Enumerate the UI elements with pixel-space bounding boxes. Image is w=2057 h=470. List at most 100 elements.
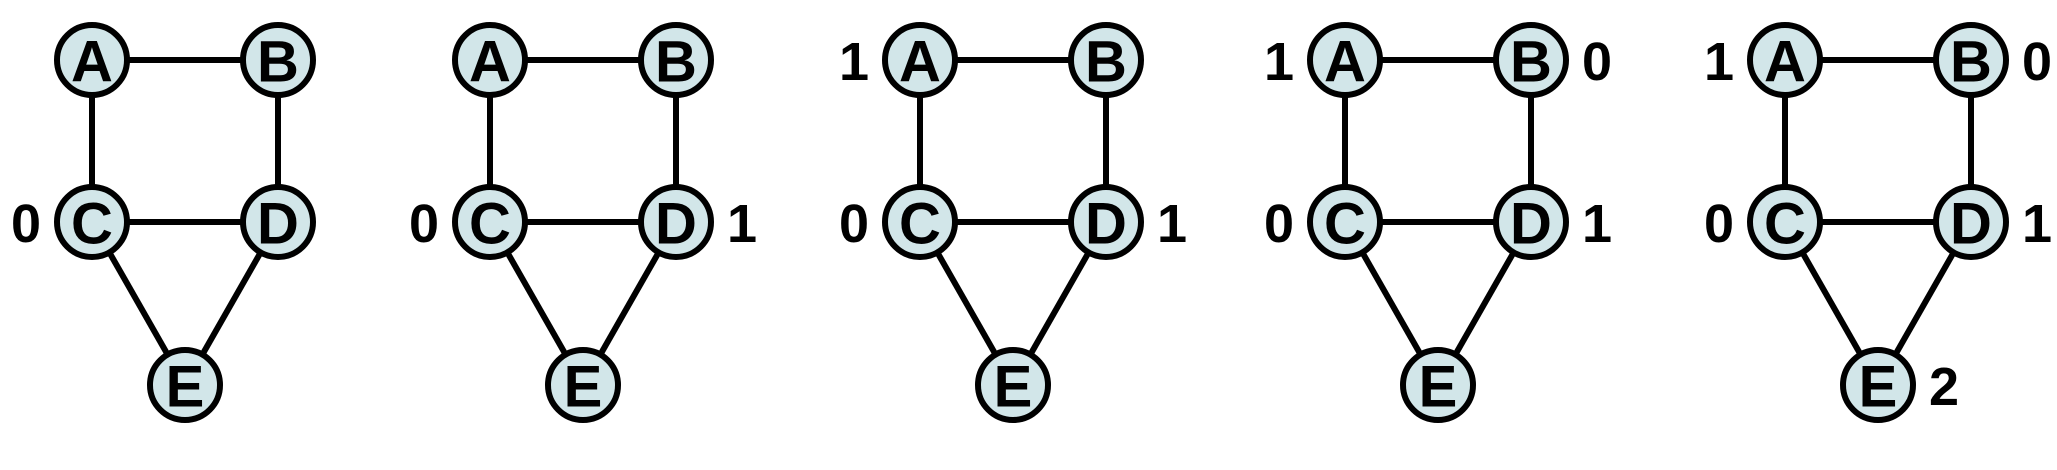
node-value-e: 2 — [1929, 357, 1959, 417]
edge-group — [1782, 57, 1974, 359]
node-letter-d: D — [257, 192, 299, 257]
node-circle-a — [1747, 22, 1823, 98]
node-circle-b — [1933, 22, 2009, 98]
graph-node-c[interactable]: C — [54, 184, 130, 260]
node-circle-d — [638, 184, 714, 260]
graph-node-c[interactable]: C — [882, 184, 958, 260]
graph-edge-d-e — [1026, 248, 1093, 359]
graph-edge-c-e — [933, 248, 1000, 359]
node-circle-a — [882, 22, 958, 98]
node-circle-e — [975, 347, 1051, 423]
graph-node-d[interactable]: D — [1493, 184, 1569, 260]
node-letter-e: E — [1419, 355, 1458, 420]
node-value-c: 0 — [1704, 194, 1734, 254]
graph-node-c[interactable]: C — [1307, 184, 1383, 260]
node-circle-a — [452, 22, 528, 98]
node-letter-b: B — [1510, 30, 1552, 95]
graph-node-b[interactable]: B — [1068, 22, 1144, 98]
node-circle-b — [1493, 22, 1569, 98]
node-value-c: 0 — [409, 194, 439, 254]
node-circle-d — [1068, 184, 1144, 260]
node-letter-a: A — [71, 30, 113, 95]
graph-node-a[interactable]: A — [54, 22, 130, 98]
edge-group — [1342, 57, 1534, 359]
graph-edge-c-e — [105, 248, 172, 359]
graph-node-a[interactable]: A — [452, 22, 528, 98]
node-circle-c — [882, 184, 958, 260]
node-value-c: 0 — [839, 194, 869, 254]
node-letter-e: E — [1859, 355, 1898, 420]
graph-node-b[interactable]: B — [638, 22, 714, 98]
graph-node-c[interactable]: C — [452, 184, 528, 260]
node-letter-b: B — [1085, 30, 1127, 95]
node-circle-c — [54, 184, 130, 260]
node-circle-b — [638, 22, 714, 98]
node-letter-e: E — [994, 355, 1033, 420]
node-letter-e: E — [166, 355, 205, 420]
node-circle-a — [1307, 22, 1383, 98]
node-circle-c — [1307, 184, 1383, 260]
graph-edge-c-e — [1358, 248, 1425, 359]
graph-node-e[interactable]: E — [545, 347, 621, 423]
node-circle-d — [240, 184, 316, 260]
graph-node-e[interactable]: E — [1400, 347, 1476, 423]
graph-node-d[interactable]: D — [638, 184, 714, 260]
node-letter-a: A — [1764, 30, 1806, 95]
node-circle-c — [452, 184, 528, 260]
node-circle-e — [1840, 347, 1916, 423]
node-value-b: 0 — [2022, 32, 2052, 92]
graph-node-e[interactable]: E — [975, 347, 1051, 423]
node-letter-a: A — [1324, 30, 1366, 95]
node-letter-c: C — [1764, 192, 1806, 257]
node-value-b: 0 — [1582, 32, 1612, 92]
graph-edge-d-e — [596, 248, 663, 359]
graph-node-a[interactable]: A — [1747, 22, 1823, 98]
node-letter-b: B — [1950, 30, 1992, 95]
graph-node-e[interactable]: E — [1840, 347, 1916, 423]
graph-node-a[interactable]: A — [1307, 22, 1383, 98]
node-letter-d: D — [1950, 192, 1992, 257]
graph-node-d[interactable]: D — [240, 184, 316, 260]
node-circle-b — [1068, 22, 1144, 98]
graph-node-d[interactable]: D — [1933, 184, 2009, 260]
node-value-a: 1 — [839, 32, 869, 92]
edge-group — [89, 57, 281, 359]
graph-node-b[interactable]: B — [1493, 22, 1569, 98]
graph-edge-d-e — [1451, 248, 1518, 359]
node-letter-a: A — [899, 30, 941, 95]
node-circle-e — [147, 347, 223, 423]
node-letter-d: D — [1510, 192, 1552, 257]
node-letter-d: D — [1085, 192, 1127, 257]
node-letter-c: C — [71, 192, 113, 257]
graph-edge-c-e — [1798, 248, 1865, 359]
node-circle-e — [1400, 347, 1476, 423]
node-letter-c: C — [899, 192, 941, 257]
node-circle-d — [1933, 184, 2009, 260]
node-value-d: 1 — [2022, 194, 2052, 254]
node-value-c: 0 — [11, 194, 41, 254]
edge-group — [487, 57, 679, 359]
graph-node-a[interactable]: A — [882, 22, 958, 98]
node-circle-b — [240, 22, 316, 98]
graph-edge-d-e — [1891, 248, 1958, 359]
node-circle-c — [1747, 184, 1823, 260]
node-value-a: 1 — [1264, 32, 1294, 92]
graph-node-b[interactable]: B — [1933, 22, 2009, 98]
graph-node-c[interactable]: C — [1747, 184, 1823, 260]
node-circle-d — [1493, 184, 1569, 260]
node-letter-e: E — [564, 355, 603, 420]
node-value-d: 1 — [1157, 194, 1187, 254]
edge-group — [917, 57, 1109, 359]
graph-edge-c-e — [503, 248, 570, 359]
graph-edge-d-e — [198, 248, 265, 359]
node-value-d: 1 — [727, 194, 757, 254]
graph-node-b[interactable]: B — [240, 22, 316, 98]
graph-node-e[interactable]: E — [147, 347, 223, 423]
graph-node-d[interactable]: D — [1068, 184, 1144, 260]
graph-panel: A B C0 D E — [11, 22, 316, 423]
